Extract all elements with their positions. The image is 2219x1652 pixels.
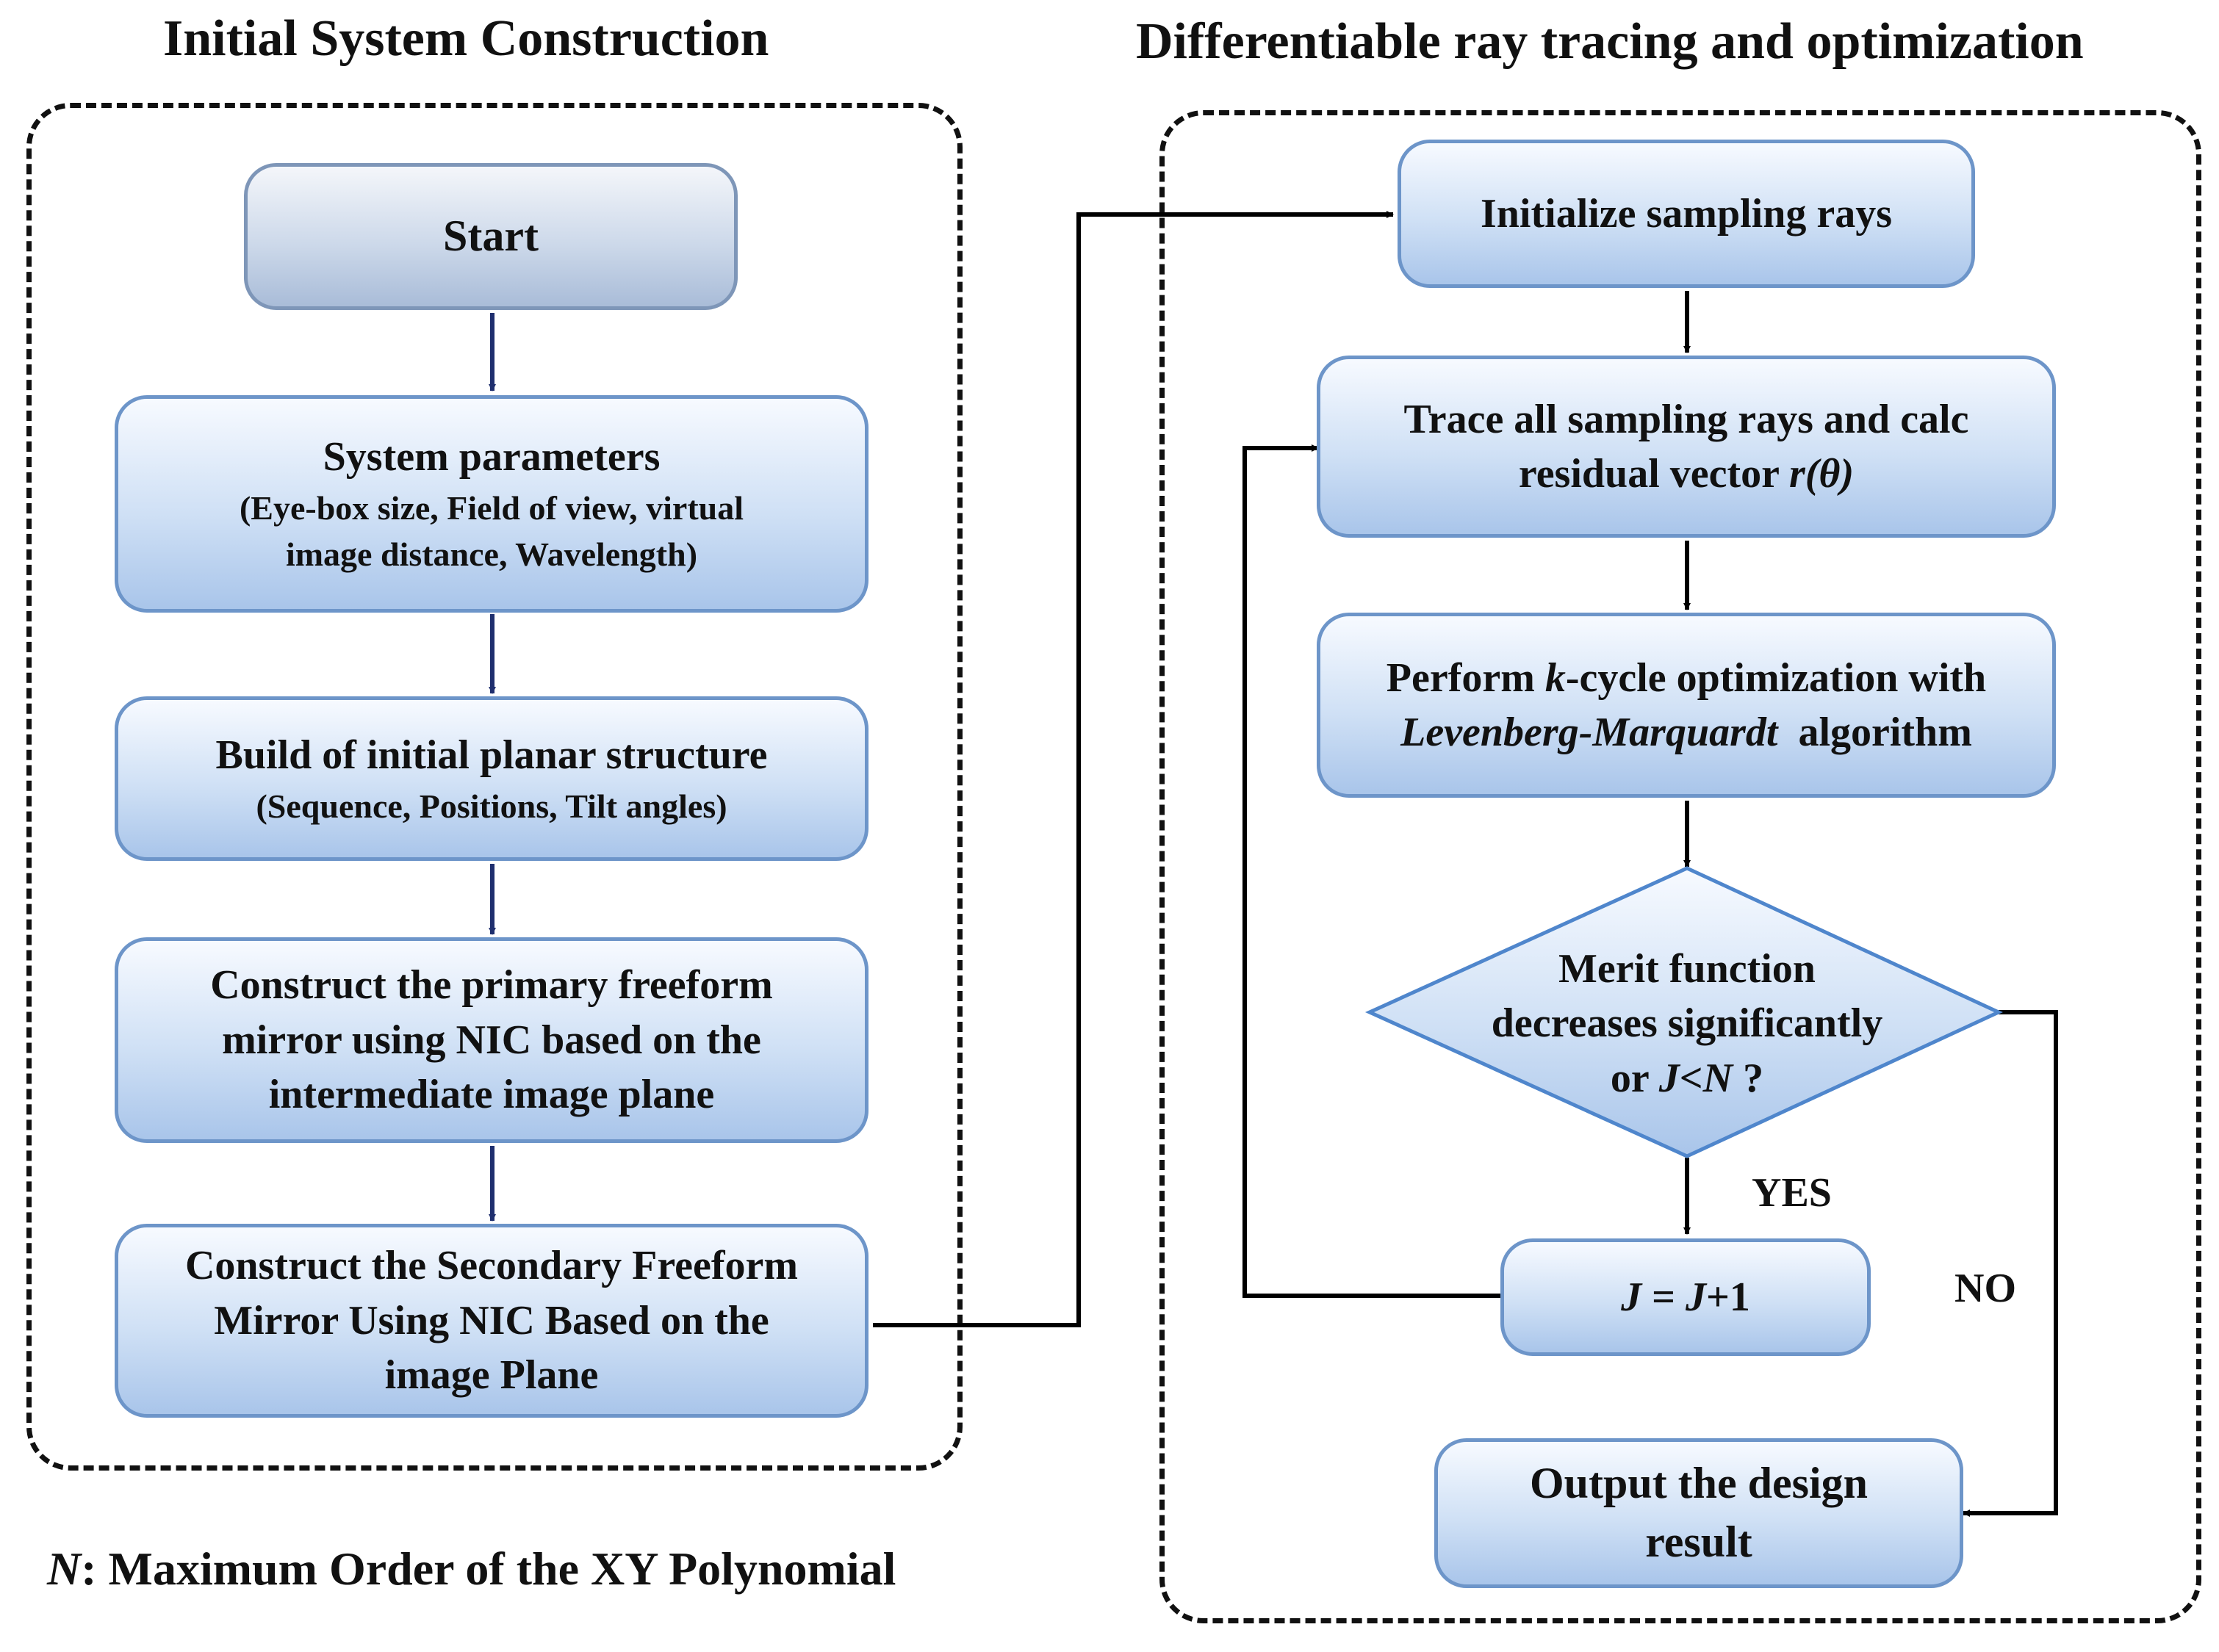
right-flow-arrows <box>1242 291 2058 1517</box>
left-section-title: Initial System Construction <box>163 10 769 67</box>
trace-rays-line1: Trace all sampling rays and calc <box>1403 396 1969 442</box>
system-parameters-title: System parameters <box>323 434 661 480</box>
primary-mirror-node: Construct the primary freeform mirror us… <box>115 937 868 1143</box>
output-node: Output the design result <box>1434 1438 1963 1588</box>
decision-line1: Merit function <box>1558 946 1816 992</box>
start-label: Start <box>443 212 539 261</box>
footnote-text: : Maximum Order of the XY Polynomial <box>81 1543 896 1595</box>
initial-structure-title: Build of initial planar structure <box>215 732 768 779</box>
output-line2: result <box>1645 1518 1752 1566</box>
primary-mirror-line3: intermediate image plane <box>268 1072 715 1118</box>
yes-label: YES <box>1752 1170 1832 1216</box>
decision-line2: decreases significantly <box>1491 1000 1883 1047</box>
system-parameters-node: System parameters (Eye-box size, Field o… <box>115 395 868 613</box>
arrow-increment-loop-back <box>1242 444 1500 1298</box>
trace-rays-line2: residual vector r(θ) <box>1518 451 1855 497</box>
system-parameters-detail-line1: (Eye-box size, Field of view, virtual <box>239 488 744 527</box>
initial-structure-detail: (Sequence, Positions, Tilt angles) <box>256 787 727 825</box>
optimize-node: Perform k-cycle optimization with Levenb… <box>1317 613 2056 798</box>
initial-structure-node: Build of initial planar structure (Seque… <box>115 696 868 861</box>
primary-mirror-line2: mirror using NIC based on the <box>222 1017 761 1063</box>
decision-line3: or J<N ? <box>1610 1055 1764 1101</box>
init-rays-node: Initialize sampling rays <box>1398 140 1975 288</box>
right-section-title: Differentiable ray tracing and optimizat… <box>1136 13 2084 70</box>
optimize-line2: Levenberg-Marquardt algorithm <box>1400 710 1972 755</box>
secondary-mirror-node: Construct the Secondary Freeform Mirror … <box>115 1224 868 1418</box>
primary-mirror-line1: Construct the primary freeform <box>210 962 773 1009</box>
secondary-mirror-line3: image Plane <box>384 1352 599 1399</box>
left-panel <box>26 103 963 1471</box>
init-rays-label: Initialize sampling rays <box>1480 190 1893 237</box>
decision-text: Merit function decreases significantly o… <box>1411 942 1963 1105</box>
secondary-mirror-line1: Construct the Secondary Freeform <box>184 1243 799 1289</box>
decision-diamond <box>1364 866 2003 1158</box>
system-parameters-detail-line2: image distance, Wavelength) <box>285 535 698 574</box>
output-line1: Output the design <box>1529 1459 1869 1508</box>
arrow-decision-no <box>1963 1010 2058 1517</box>
optimize-line1: Perform k-cycle optimization with <box>1386 654 1987 701</box>
right-panel <box>1159 110 2201 1623</box>
trace-rays-node: Trace all sampling rays and calc residua… <box>1317 356 2056 538</box>
no-label: NO <box>1954 1266 2016 1311</box>
footnote: N: Maximum Order of the XY Polynomial <box>47 1545 896 1593</box>
increment-label: J = J+1 <box>1621 1274 1750 1320</box>
residual-vector-math: r(θ) <box>1788 451 1855 497</box>
increment-node: J = J+1 <box>1500 1238 1871 1356</box>
arrow-secondary-to-init-rays <box>873 211 1394 1327</box>
footnote-symbol: N <box>47 1543 82 1595</box>
secondary-mirror-line2: Mirror Using NIC Based on the <box>214 1297 769 1343</box>
start-node: Start <box>244 163 738 310</box>
